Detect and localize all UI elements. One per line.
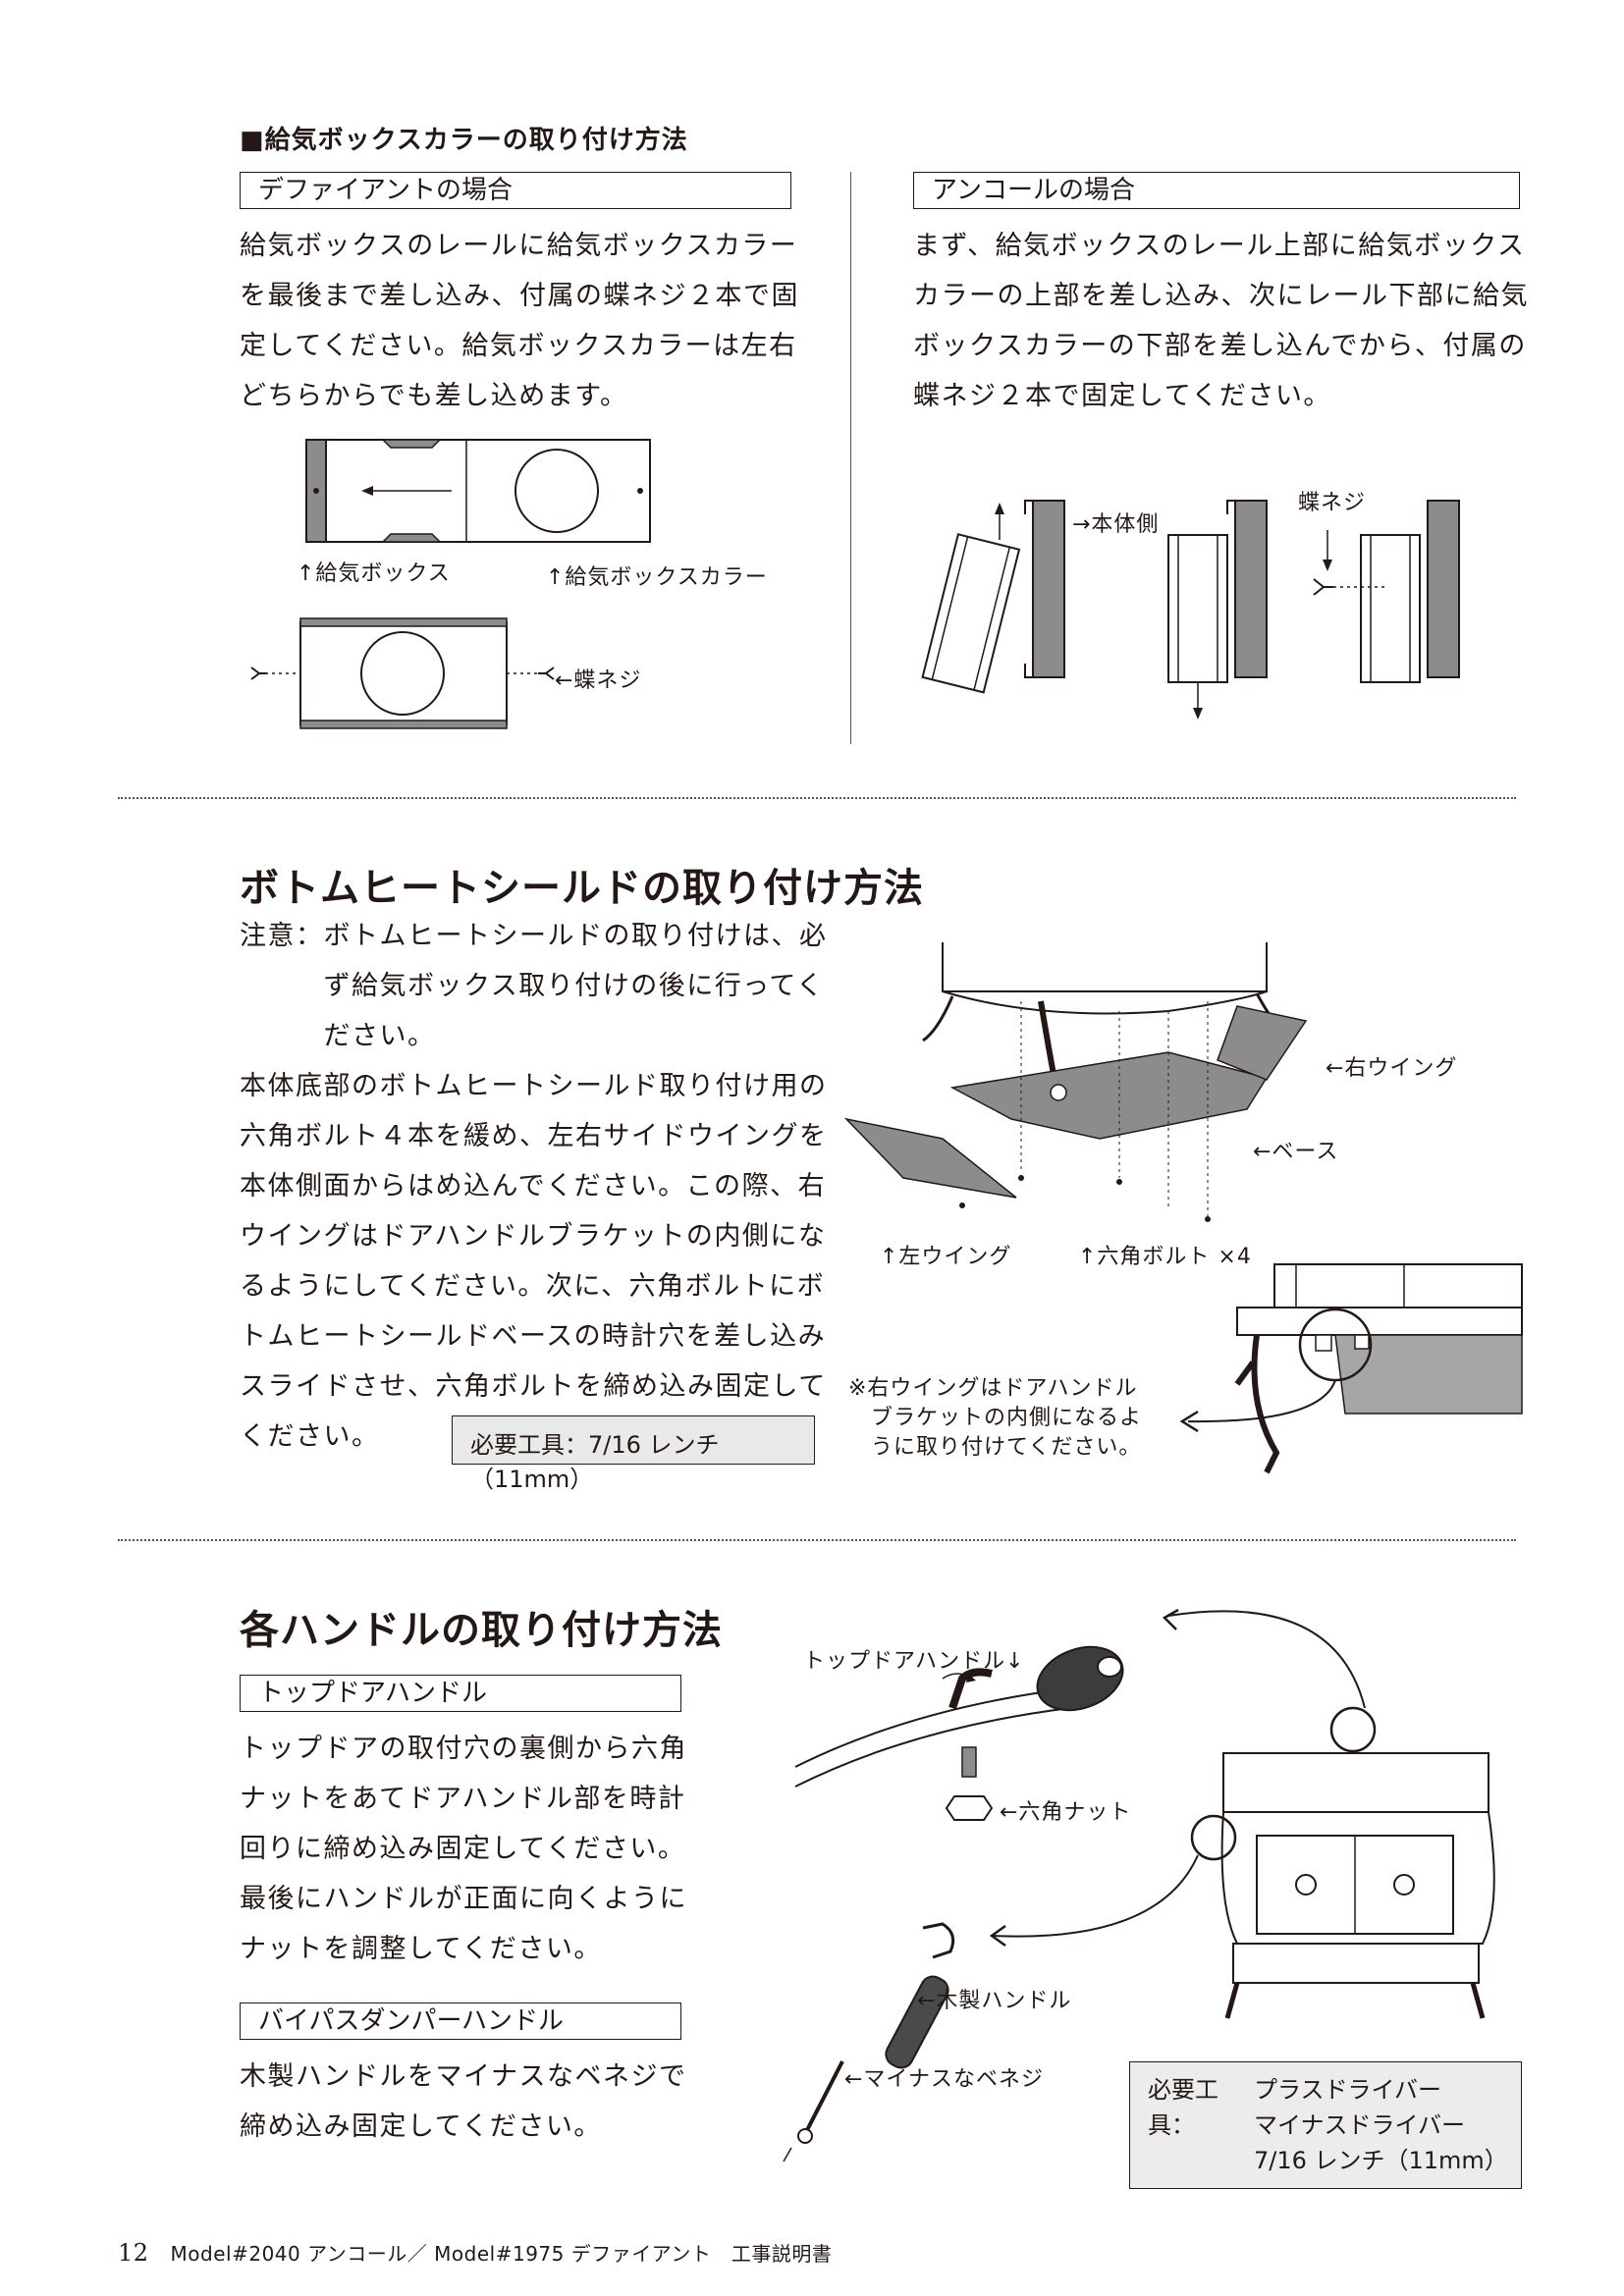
caption-right-wing: ←右ウイング <box>1326 1056 1458 1081</box>
caption-top-door-handle: トップドアハンドル↓ <box>803 1649 1025 1674</box>
caption-body-side: →本体側 <box>1072 512 1160 537</box>
encore-instructions: まず、給気ボックスのレール上部に給気ボックス カラーの上部を差し込み、次にレール… <box>913 231 1529 411</box>
caption-wing-screw: ←蝶ネジ <box>555 668 642 693</box>
defiant-instructions: 給気ボックスのレールに給気ボックスカラー を最後まで差し込み、付属の蝶ネジ２本で… <box>240 231 799 411</box>
tool-flathead: マイナスドライバー <box>1253 2111 1466 2139</box>
heat-shield-diagram <box>843 942 1308 1222</box>
caption-air-box: ↑給気ボックス <box>297 561 451 586</box>
top-door-label: トップドアハンドル <box>240 1675 681 1712</box>
handles-tools-box: 必要工具： プラスドライバー マイナスドライバー 7/16 レンチ（11mm） <box>1129 2061 1522 2189</box>
footer-text: Model#2040 アンコール／ Model#1975 デファイアント 工事説… <box>170 2242 833 2266</box>
top-door-handle-diagram <box>794 1645 1124 1821</box>
heat-shield-title: ボトムヒートシールドの取り付け方法 <box>240 866 924 911</box>
stove-front-diagram <box>989 1608 1495 2019</box>
heat-shield-tools: 必要工具：7/16 レンチ（11mm） <box>452 1415 815 1493</box>
defiant-slide-diagram <box>305 439 651 543</box>
tool-phillips: プラスドライバー <box>1253 2076 1442 2104</box>
caption-air-box-collar: ↑給気ボックスカラー <box>546 565 768 590</box>
section-divider-2 <box>118 1539 1516 1541</box>
column-divider <box>850 172 851 744</box>
caption-flat-screw: ←マイナスなベネジ <box>844 2067 1044 2092</box>
caption-hex-bolts: ↑六角ボルト ×4 <box>1078 1245 1252 1269</box>
caption-hex-nut: ←六角ナット <box>1000 1800 1132 1825</box>
right-wing-note: ※右ウイングはドアハンドル ブラケットの内側になるよ うに取り付けてください。 <box>848 1376 1143 1460</box>
bypass-handle-diagram <box>783 1922 955 2163</box>
footer: 12 Model#2040 アンコール／ Model#1975 デファイアント … <box>118 2238 832 2267</box>
caption-wood-handle: ←木製ハンドル <box>917 1989 1072 2013</box>
heat-shield-detail-diagram <box>1179 1263 1523 1474</box>
section-divider-1 <box>118 797 1516 799</box>
air-box-heading: ■給気ボックスカラーの取り付け方法 <box>240 126 688 155</box>
bypass-instructions: 木製ハンドルをマイナスなベネジで 締め込み固定してください。 <box>240 2061 687 2142</box>
encore-label: アンコールの場合 <box>913 172 1520 209</box>
tool-wrench: 7/16 レンチ（11mm） <box>1253 2147 1508 2174</box>
bypass-label: バイパスダンパーハンドル <box>240 2002 681 2040</box>
tools-label: 必要工具： <box>1148 2076 1218 2139</box>
caption-encore-screw: 蝶ネジ <box>1298 491 1367 515</box>
page-number: 12 <box>118 2239 149 2267</box>
defiant-label: デファイアントの場合 <box>240 172 791 209</box>
heat-shield-instructions: 注意：ボトムヒートシールドの取り付けは、必 ず給気ボックス取り付けの後に行ってく… <box>240 921 828 1452</box>
handles-title: 各ハンドルの取り付け方法 <box>240 1608 723 1653</box>
defiant-screw-diagram <box>250 617 555 729</box>
top-door-instructions: トップドアの取付穴の裏側から六角 ナットをあてドアハンドル部を時計 回りに締め込… <box>240 1734 687 1964</box>
caption-left-wing: ↑左ウイング <box>880 1245 1012 1269</box>
encore-install-diagram <box>921 500 1460 720</box>
caption-base: ←ベース <box>1253 1140 1339 1164</box>
